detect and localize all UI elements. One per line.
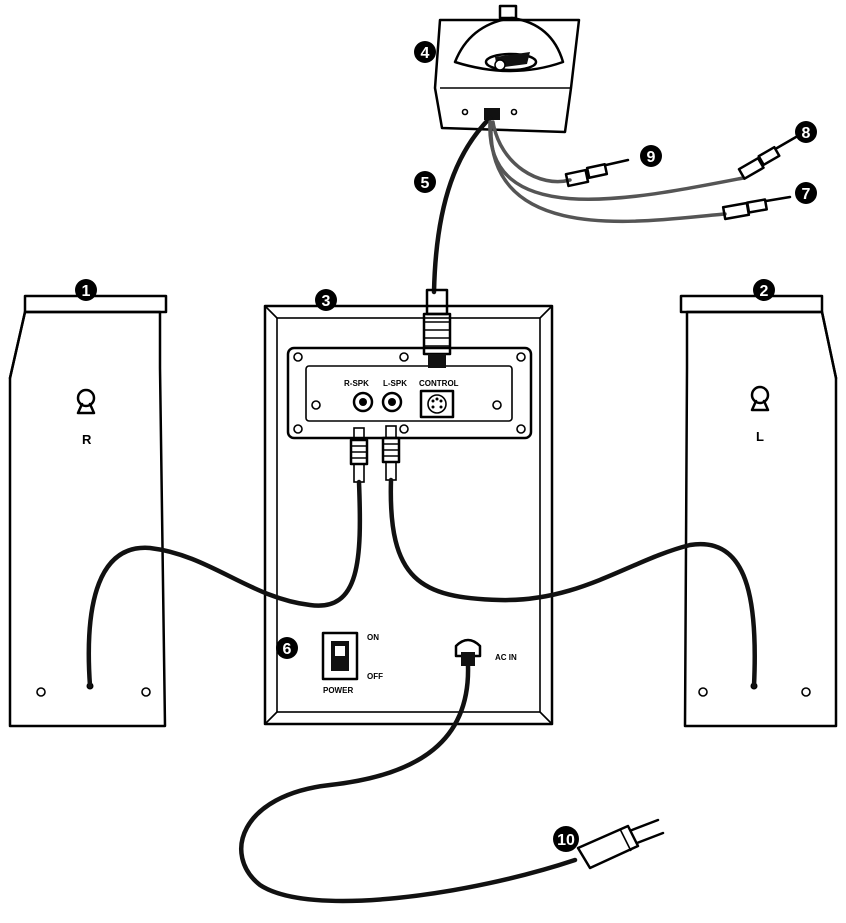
marker-6-circle xyxy=(276,637,298,659)
control-plug xyxy=(422,288,452,368)
marker-4-label: 4 xyxy=(421,45,430,62)
control-port-label: CONTROL xyxy=(419,379,459,388)
keyhole-icon xyxy=(76,388,96,408)
audio-plug-8 xyxy=(737,135,798,180)
marker-7: 7 xyxy=(795,182,817,204)
marker-6: 6 xyxy=(276,637,298,659)
marker-10-circle xyxy=(553,826,579,852)
rca-plug-l xyxy=(381,425,401,481)
marker-10: 10 xyxy=(553,826,579,852)
on-label: ON xyxy=(367,633,379,642)
right-speaker: R xyxy=(8,294,168,728)
marker-6-label: 6 xyxy=(283,641,292,658)
left-speaker: L xyxy=(679,294,838,728)
control-cable xyxy=(431,115,493,295)
marker-5: 5 xyxy=(414,171,436,193)
marker-9-label: 9 xyxy=(647,149,656,166)
off-label: OFF xyxy=(367,672,383,681)
volume-knob[interactable] xyxy=(484,52,538,72)
marker-8-circle xyxy=(795,121,817,143)
power-plug xyxy=(576,818,665,870)
ac-in-label: AC IN xyxy=(495,653,517,662)
connector-panel xyxy=(286,346,533,440)
control-port[interactable] xyxy=(419,389,455,419)
power-label: POWER xyxy=(323,686,353,695)
marker-9-circle xyxy=(640,145,662,167)
r-spk-jack[interactable] xyxy=(352,391,374,413)
marker-10-label: 10 xyxy=(557,832,575,849)
marker-7-circle xyxy=(795,182,817,204)
l-spk-jack[interactable] xyxy=(381,391,403,413)
marker-3-label: 3 xyxy=(322,293,331,310)
subwoofer: R-SPK L-SPK CONTROL ON OFF xyxy=(263,304,554,726)
marker-1-label: 1 xyxy=(82,283,91,300)
marker-8-label: 8 xyxy=(802,125,811,142)
keyhole-icon xyxy=(750,385,770,405)
marker-2-label: 2 xyxy=(760,283,769,300)
marker-3-circle xyxy=(315,289,337,311)
marker-4-circle xyxy=(414,41,436,63)
right-speaker-label: R xyxy=(82,432,92,447)
ac-inlet[interactable] xyxy=(454,638,482,658)
power-switch[interactable] xyxy=(321,631,359,681)
marker-9: 9 xyxy=(640,145,662,167)
marker-3: 3 xyxy=(315,289,337,311)
marker-5-circle xyxy=(414,171,436,193)
audio-plug-7 xyxy=(721,195,792,221)
l-spk-label: L-SPK xyxy=(383,379,407,388)
marker-8: 8 xyxy=(795,121,817,143)
marker-7-label: 7 xyxy=(802,186,811,203)
marker-4: 4 xyxy=(414,41,436,63)
callout-markers: 1 2 3 4 5 6 7 8 9 10 xyxy=(75,41,817,852)
marker-2: 2 xyxy=(753,279,775,301)
left-speaker-label: L xyxy=(756,429,764,444)
marker-5-label: 5 xyxy=(421,175,430,192)
control-pod xyxy=(433,4,581,134)
right-speaker-cable xyxy=(86,479,363,689)
power-cable xyxy=(239,663,578,904)
marker-2-circle xyxy=(753,279,775,301)
marker-1: 1 xyxy=(75,279,97,301)
audio-plug-9 xyxy=(564,158,630,188)
marker-1-circle xyxy=(75,279,97,301)
r-spk-label: R-SPK xyxy=(344,379,369,388)
left-speaker-cable xyxy=(388,477,758,689)
rca-plug-r xyxy=(349,427,369,483)
